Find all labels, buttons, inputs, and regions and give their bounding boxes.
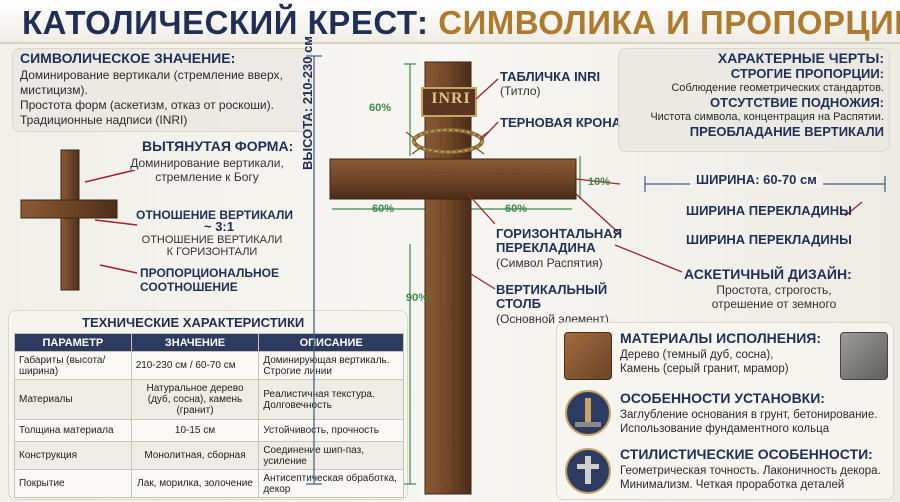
features-panel xyxy=(618,48,890,152)
small-cross-arrows xyxy=(85,170,138,274)
form-title: ВЫТЯНУТАЯ ФОРМА: xyxy=(142,138,294,154)
page-title: КАТОЛИЧЕСКИЙ КРЕСТ: СИМВОЛИКА И ПРОПОРЦИ… xyxy=(22,4,900,42)
table-row: Материалы Натуральное дерево (дуб, сосна… xyxy=(14,379,404,420)
table-row: Покрытие Лак, морилка, золочение Антисеп… xyxy=(14,469,404,498)
ascetic-title: АСКЕТИЧНЫЙ ДИЗАЙН: xyxy=(684,266,852,282)
style-icon xyxy=(565,448,611,494)
main-cross-illustration xyxy=(306,55,620,495)
pct-left: 60% xyxy=(372,203,395,215)
table-cell: Монолитная, сборная xyxy=(130,441,260,470)
table-cell: Лак, морилка, золочение xyxy=(130,469,260,498)
info-text: Заглубление основания в грунт, бетониров… xyxy=(620,409,878,435)
crossbar-sublabel: (Символ Распятия) xyxy=(496,256,603,270)
feature-title: СТРОГИЕ ПРОПОРЦИИ: xyxy=(730,66,884,81)
table-cell: Материалы xyxy=(14,379,132,420)
table-row: Конструкция Монолитная, сборная Соединен… xyxy=(14,441,404,470)
specs-title: ТЕХНИЧЕСКИЕ ХАРАКТЕРИСТИКИ xyxy=(82,315,305,330)
table-cell: Реалистичная текстура. Долговечность xyxy=(258,379,404,420)
info-text: Геометрическая точность. Лаконичность де… xyxy=(620,465,881,491)
symbolic-line: Доминирование вертикали (стремление ввер… xyxy=(20,68,283,82)
title-part-1: КАТОЛИЧЕСКИЙ КРЕСТ: xyxy=(22,4,429,41)
feature-text: Чистота символа, концентрация на Распяти… xyxy=(650,111,884,123)
symbolic-line: Традиционные надписи (INRI) xyxy=(20,113,188,127)
pct-crossbar: 10% xyxy=(588,176,611,188)
header-bar: КАТОЛИЧЕСКИЙ КРЕСТ: СИМВОЛИКА И ПРОПОРЦИ… xyxy=(0,0,900,44)
table-cell: Натуральное дерево (дуб, сосна), камень … xyxy=(130,379,260,420)
pct-bottom: 90% xyxy=(406,292,429,304)
features-title: ХАРАКТЕРНЫЕ ЧЕРТЫ: xyxy=(717,50,884,66)
table-header-row: ПАРАМЕТР ЗНАЧЕНИЕ ОПИСАНИЕ xyxy=(14,333,404,352)
ratio-value: ~ 3:1 xyxy=(204,219,234,234)
info-title: ОСОБЕННОСТИ УСТАНОВКИ: xyxy=(620,390,825,406)
table-cell: Габариты (высота/ширина) xyxy=(14,351,132,380)
table-header: ЗНАЧЕНИЕ xyxy=(130,333,260,352)
stone-block-icon xyxy=(840,332,888,380)
feature-text: Соблюдение геометрических стандартов. xyxy=(671,82,884,94)
bar-width-label-1: ШИРИНА ПЕРЕКЛАДИНЫ xyxy=(686,203,852,218)
table-row: Толщина материала 10-15 см Устойчивость,… xyxy=(14,419,404,442)
ascetic-arrow xyxy=(614,244,683,273)
info-title: СТИЛИСТИЧЕСКИЕ ОСОБЕННОСТИ: xyxy=(620,446,873,462)
feature-title: ПРЕОБЛАДАНИЕ ВЕРТИКАЛИ xyxy=(689,124,884,139)
symbolic-line: Простота форм (аскетизм, отказ от роскош… xyxy=(20,98,274,112)
ascetic-text: Простота, строгость,отрешение от земного xyxy=(711,283,837,311)
small-cross-illustration xyxy=(20,149,118,291)
table-cell: Доминирующая вертикаль. Строгие линии xyxy=(258,351,404,380)
bar-width-label-2: ШИРИНА ПЕРЕКЛАДИНЫ xyxy=(686,232,852,247)
symbolic-panel xyxy=(12,48,312,132)
info-text: Дерево (темный дуб, сосна),Камень (серый… xyxy=(620,349,789,375)
inri-label: ТАБЛИЧКА INRI xyxy=(500,69,601,84)
inri-plaque-text: INRI xyxy=(431,90,471,107)
pct-top: 60% xyxy=(369,102,392,114)
ratio-title: ОТНОШЕНИЕ ВЕРТИКАЛИ xyxy=(136,208,294,222)
table-cell: 10-15 см xyxy=(130,419,260,442)
symbolic-line: мистицизм). xyxy=(20,83,88,97)
installation-icon xyxy=(565,390,611,436)
symbolic-title: СИМВОЛИЧЕСКОЕ ЗНАЧЕНИЕ: xyxy=(20,50,236,66)
height-label: ВЫСОТА: 210-230 см xyxy=(300,36,315,170)
table-cell: Соединение шип-паз, усиление xyxy=(258,441,404,470)
specs-table: ПАРАМЕТР ЗНАЧЕНИЕ ОПИСАНИЕ Габариты (выс… xyxy=(14,333,404,498)
form-text: Доминирование вертикали,стремление к Бог… xyxy=(130,156,284,184)
features-block: ХАРАКТЕРНЫЕ ЧЕРТЫ: СТРОГИЕ ПРОПОРЦИИ: Со… xyxy=(620,50,884,139)
width-label: ШИРИНА: 60-70 см xyxy=(690,172,823,187)
inri-sublabel: (Титло) xyxy=(500,84,541,98)
symbolic-text: Доминирование вертикали (стремление ввер… xyxy=(20,68,283,128)
title-part-2: СИМВОЛИКА И ПРОПОРЦИИ xyxy=(438,4,900,41)
wood-block-icon xyxy=(564,332,612,380)
table-cell: Толщина материала xyxy=(14,419,132,442)
table-header: ОПИСАНИЕ xyxy=(258,333,404,352)
table-row: Габариты (высота/ширина) 210-230 см / 60… xyxy=(14,351,404,380)
crown-label: ТЕРНОВАЯ КРОНА xyxy=(500,115,622,130)
feature-title: ОТСУТСТВИЕ ПОДНОЖИЯ: xyxy=(710,95,884,110)
table-cell: Конструкция xyxy=(14,441,132,470)
table-cell: Покрытие xyxy=(14,469,132,498)
info-title: МАТЕРИАЛЫ ИСПОЛНЕНИЯ: xyxy=(620,330,822,346)
table-cell: Антисептическая обработка, декор xyxy=(258,469,404,498)
table-header: ПАРАМЕТР xyxy=(14,333,132,352)
table-cell: 210-230 см / 60-70 см xyxy=(130,351,260,380)
pct-right: 60% xyxy=(505,203,528,215)
info-panel xyxy=(556,322,894,500)
